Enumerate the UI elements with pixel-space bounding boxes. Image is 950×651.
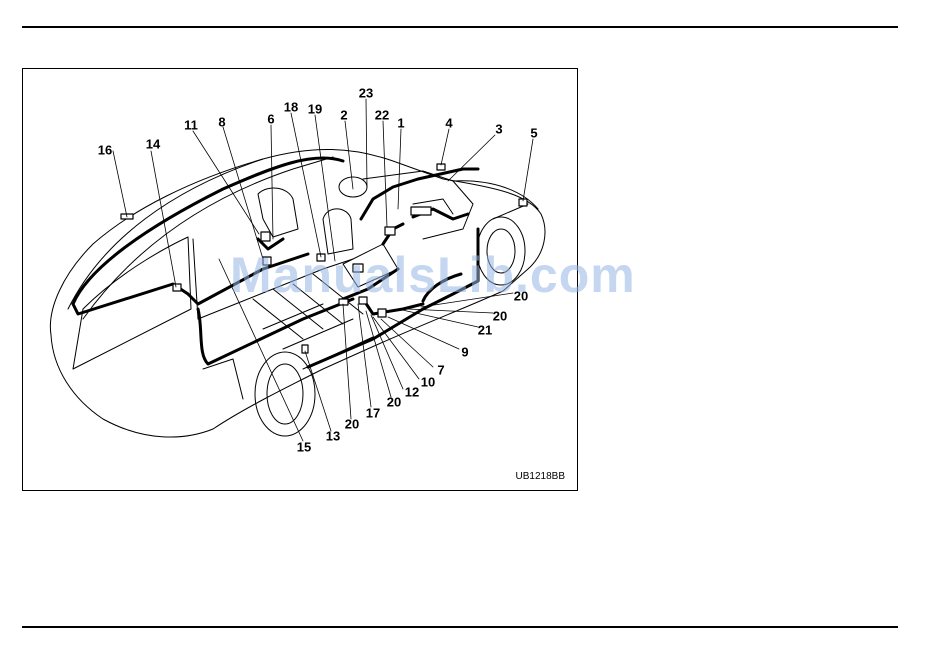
callout-8: 8 <box>218 116 225 129</box>
callout-20c: 20 <box>387 396 401 409</box>
callout-4: 4 <box>445 117 452 130</box>
callout-1: 1 <box>397 117 404 130</box>
callout-23: 23 <box>359 87 373 100</box>
callout-12: 12 <box>405 386 419 399</box>
callout-18: 18 <box>284 101 298 114</box>
callout-15: 15 <box>297 441 311 454</box>
callout-11: 11 <box>184 119 198 132</box>
callout-6: 6 <box>267 113 274 126</box>
figure-code: UB1218BB <box>516 471 565 482</box>
callout-14: 14 <box>146 138 160 151</box>
callout-3: 3 <box>495 123 502 136</box>
callout-7: 7 <box>437 364 444 377</box>
callout-22: 22 <box>375 109 389 122</box>
footer-rule <box>22 626 898 628</box>
callout-16: 16 <box>98 144 112 157</box>
callout-13: 13 <box>326 430 340 443</box>
callout-9: 9 <box>461 346 468 359</box>
callout-21: 21 <box>478 324 492 337</box>
callout-17: 17 <box>366 407 380 420</box>
callout-20b: 20 <box>493 310 507 323</box>
callout-2: 2 <box>340 109 347 122</box>
callout-19: 19 <box>308 103 322 116</box>
watermark: ManualsLib.com <box>230 246 636 304</box>
header-rule <box>22 26 898 28</box>
callout-5: 5 <box>530 127 537 140</box>
callout-10: 10 <box>421 376 435 389</box>
callout-20d: 20 <box>345 418 359 431</box>
